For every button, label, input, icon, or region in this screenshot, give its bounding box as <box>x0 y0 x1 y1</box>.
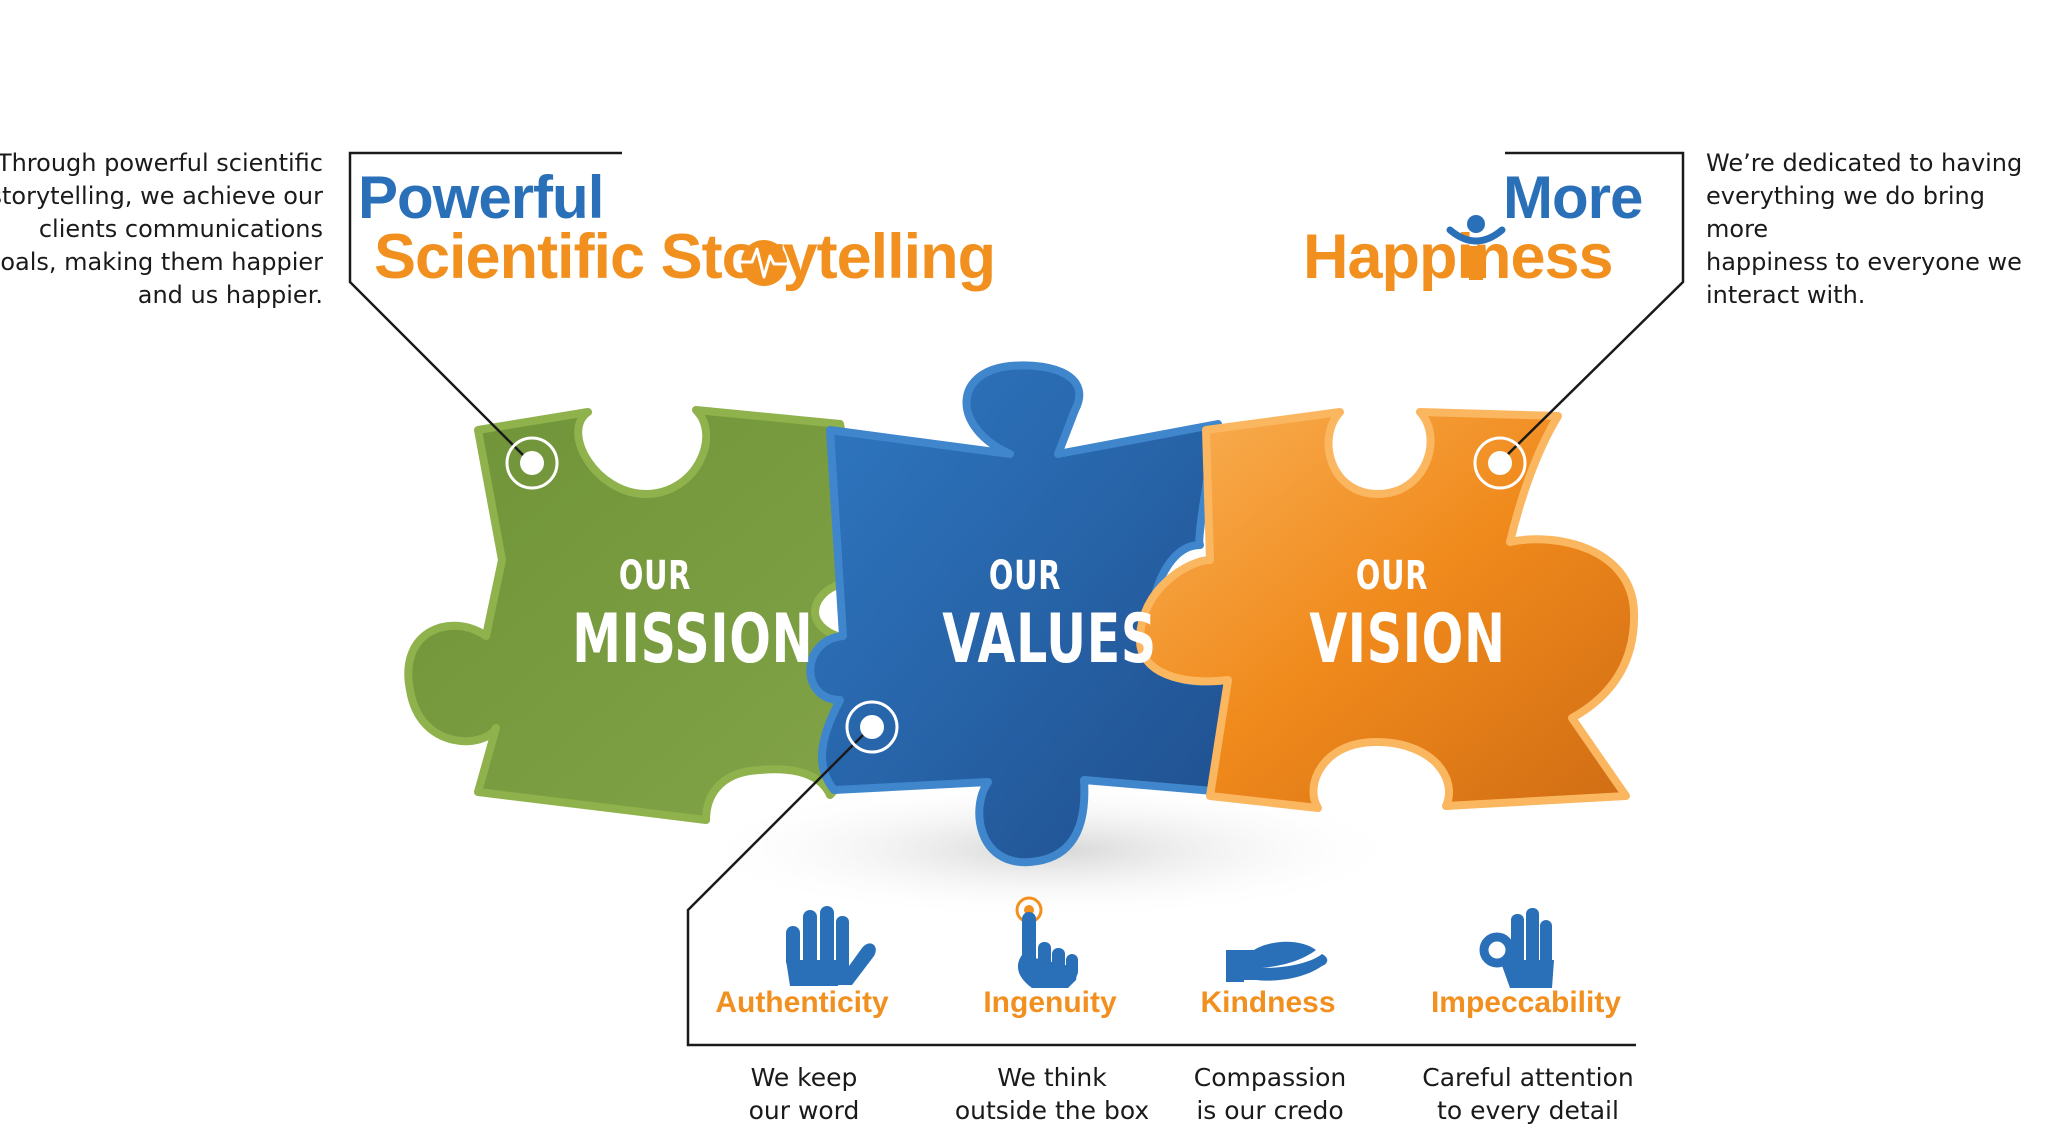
heartbeat-icon <box>741 240 787 286</box>
vision-description: We’re dedicated to having everything we … <box>1706 149 2023 309</box>
ok-hand-icon <box>1479 908 1554 988</box>
value-name-impeccability: Impeccability <box>1430 986 1622 1019</box>
value-desc-authenticity: We keep our word <box>748 1063 860 1125</box>
pointing-finger-icon <box>1015 896 1078 988</box>
vision-piece-our: OUR <box>1355 553 1429 599</box>
vision-headline-top: More <box>1503 164 1643 231</box>
values-callout-dot <box>845 700 899 754</box>
mission-headline-top: Powerful <box>358 164 604 231</box>
mission-description: Through powerful scientific storytelling… <box>0 149 323 309</box>
value-desc-kindness: Compassion is our credo <box>1193 1063 1347 1125</box>
mission-headline-bottom: Scientific Storytelling <box>374 222 996 292</box>
raised-hand-icon <box>786 906 876 986</box>
mission-callout-dot <box>505 436 559 490</box>
value-name-authenticity: Authenticity <box>715 986 889 1019</box>
person-icon <box>1446 215 1506 280</box>
values-piece-title: VALUES <box>942 600 1157 679</box>
values-callout-line <box>686 726 1636 1047</box>
vision-puzzle-piece <box>1136 408 1639 812</box>
vision-piece-label: OUR VISION <box>1309 553 1506 679</box>
value-name-kindness: Kindness <box>1200 986 1336 1019</box>
mission-piece-label: OUR MISSION <box>572 553 814 679</box>
open-palm-icon <box>1226 941 1328 982</box>
mission-callout-line <box>348 151 622 463</box>
values-piece-our: OUR <box>988 553 1062 599</box>
vision-callout-line <box>1499 151 1685 463</box>
value-desc-impeccability: Careful attention to every detail <box>1422 1063 1634 1125</box>
mission-piece-our: OUR <box>618 553 692 599</box>
value-name-ingenuity: Ingenuity <box>983 986 1117 1019</box>
vision-callout-dot <box>1473 436 1527 490</box>
value-desc-ingenuity: We think outside the box <box>954 1063 1150 1125</box>
mission-piece-title: MISSION <box>572 600 814 679</box>
vision-piece-title: VISION <box>1309 600 1506 679</box>
values-piece-label: OUR VALUES <box>942 553 1157 679</box>
